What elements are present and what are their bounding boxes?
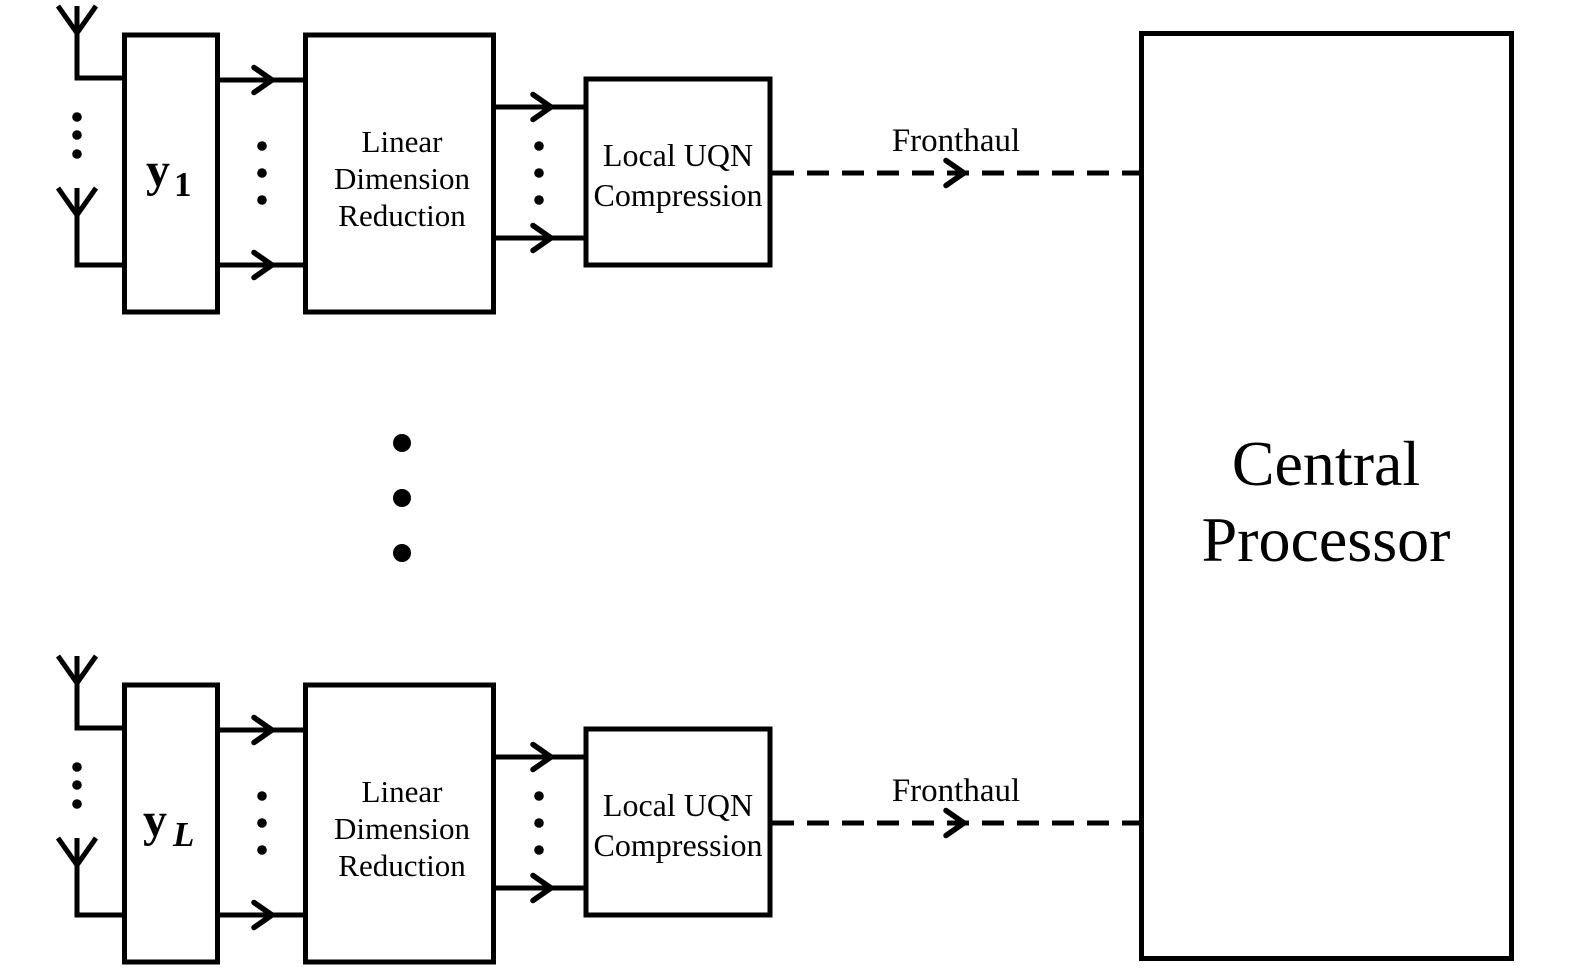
arrow [493,872,590,904]
ldr-label-line1: Linear [362,774,444,809]
arrow [217,899,308,931]
antenna-icon [55,4,133,81]
antenna-icon [55,186,133,268]
ldr-label-line3: Reduction [338,848,466,883]
arrow [217,249,308,281]
linear-dimension-reduction-box [303,32,496,315]
arrow [217,714,308,746]
ldr-label-line2: Dimension [334,161,471,196]
antenna-icon [55,654,133,731]
fronthaul-label: Fronthaul [892,123,1020,159]
fronthaul-label: Fronthaul [892,773,1020,809]
uqn-label-line2: Compression [594,177,763,213]
ldr-label-line2: Dimension [334,811,471,846]
arrow [493,741,590,773]
stream-ellipsis [534,141,544,205]
local-uqn-compression-box [583,76,773,268]
uqn-label-line2: Compression [594,827,763,863]
local-uqn-compression-box [583,726,773,918]
antenna-icon [55,836,133,918]
rows-ellipsis [393,434,411,562]
ldr-label-line3: Reduction [338,198,466,233]
arrow [217,64,308,96]
antenna-ellipsis [72,112,82,159]
fronthaul-dashed-arrow [772,807,1140,839]
stream-ellipsis [257,791,267,855]
linear-dimension-reduction-box [303,682,496,965]
stream-ellipsis [534,791,544,855]
central-processor-label-line1: Central [1232,428,1420,499]
fronthaul-dashed-arrow [772,157,1140,189]
antenna-ellipsis [72,762,82,809]
uqn-label-line1: Local UQN [603,787,753,823]
arrow [493,91,590,123]
ldr-label-line1: Linear [362,124,444,159]
central-processor-label-line2: Processor [1202,504,1451,575]
signal-vector-box [122,682,220,965]
arrow [493,222,590,254]
stream-ellipsis [257,141,267,205]
central-processor-box [1139,31,1514,961]
signal-vector-box [122,32,220,315]
uqn-label-line1: Local UQN [603,137,753,173]
